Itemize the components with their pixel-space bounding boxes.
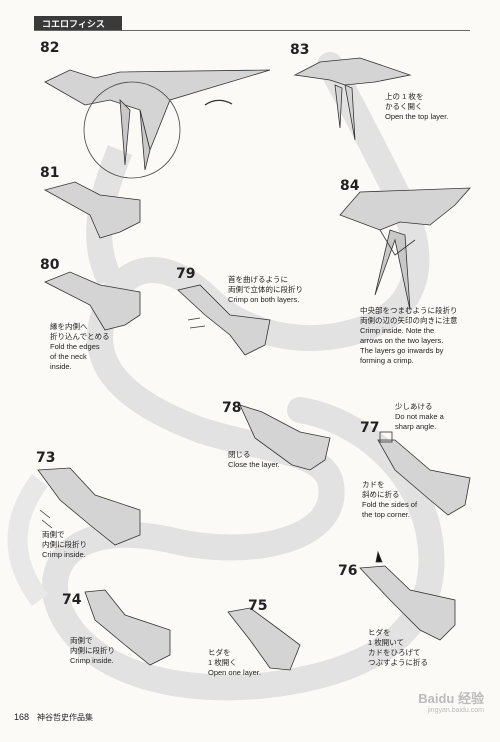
arrow-82-to-83 (204, 99, 233, 106)
sequence-path-band-left (7, 474, 49, 606)
header-divider (34, 30, 470, 31)
step-number-74: 74 (62, 592, 82, 608)
model-step-82 (44, 69, 271, 179)
step-number-80: 80 (40, 257, 60, 273)
step-number-84: 84 (340, 178, 360, 194)
model-step-80 (44, 271, 141, 331)
step-number-75: 75 (248, 598, 268, 614)
model-step-77 (377, 431, 471, 516)
watermark: Baidu 经验 jingyan.baidu.com (404, 688, 484, 722)
model-step-84 (339, 187, 471, 311)
page-number: 168 (14, 712, 30, 722)
page-title: コエロフィシス (34, 16, 122, 31)
model-step-73 (37, 467, 141, 546)
model-step-78 (239, 404, 331, 471)
book-title: 神谷哲史作品集 (37, 713, 93, 722)
model-step-83 (293, 57, 412, 141)
model-step-79 (177, 284, 271, 356)
step-number-77: 77 (360, 420, 380, 436)
step-number-82: 82 (40, 40, 60, 56)
model-step-81 (43, 181, 141, 239)
model-step-75 (227, 607, 301, 671)
watermark-brand: Baidu 经验 (418, 691, 484, 706)
sequence-path-band (42, 52, 445, 701)
watermark-url: jingyan.baidu.com (427, 707, 484, 714)
step-number-76: 76 (338, 563, 358, 579)
step-number-78: 78 (222, 400, 242, 416)
step-number-79: 79 (176, 266, 196, 282)
step-number-83: 83 (290, 42, 310, 58)
step-number-73: 73 (36, 450, 56, 466)
model-step-76 (359, 550, 456, 641)
model-step-74 (84, 589, 171, 666)
step-number-81: 81 (40, 165, 60, 181)
